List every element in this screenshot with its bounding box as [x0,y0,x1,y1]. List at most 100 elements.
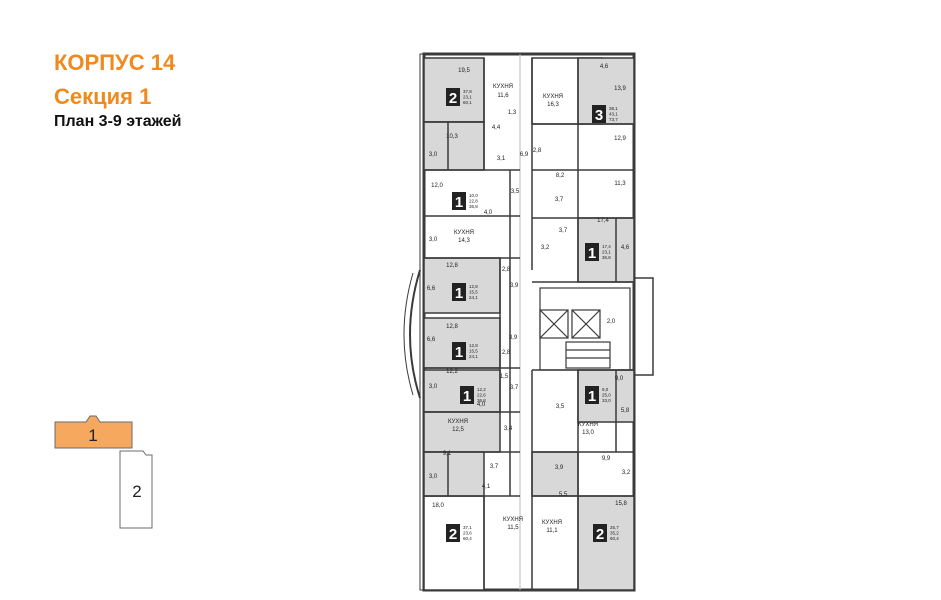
room-label: КУХНЯ [493,84,513,90]
area-value: 36,8 [602,255,611,260]
room-label: КУХНЯ [503,517,523,523]
section-2-button[interactable]: 2 [119,450,153,529]
room-label: 14,3 [458,238,470,244]
area-value: 22,8 [469,199,478,204]
room-label: 12,8 [446,263,458,269]
room-count-label: 2 [596,526,604,543]
area-value: 60,1 [463,100,472,105]
room-label: 16,3 [547,102,559,108]
apartment-marker[interactable]: 1 17,423,136,8 [585,243,611,262]
area-value: 12,8 [469,284,478,289]
area-value: 12,8 [469,343,478,348]
room-count-label: 1 [463,388,471,405]
area-value: 43,1 [609,112,618,117]
section-1-button[interactable]: 1 [54,415,133,449]
room-label: 15,8 [615,501,627,507]
area-value: 73,7 [609,117,618,122]
area-value: 15,5 [469,349,478,354]
room-count-label: 3 [595,107,603,124]
room-label: 3,5 [511,189,520,195]
room-label: 3,9 [509,335,518,341]
room-label: 1,3 [508,110,517,116]
room-label: 5,5 [559,492,568,498]
apartment-marker[interactable]: 2 37,823,160,1 [446,88,472,107]
area-value: 33,0 [602,398,611,403]
area-value: 60,4 [610,536,619,541]
area-value: 37,8 [463,89,472,94]
room-label: 3,5 [556,404,565,410]
area-value: 10,0 [469,193,478,198]
room-label: 3,7 [555,197,564,203]
area-value: 60,4 [463,536,472,541]
room-count-label: 2 [449,90,457,107]
area-value: 17,4 [602,244,611,249]
room-label: 12,2 [446,369,458,375]
room-label: 13,0 [582,430,594,436]
room-label: КУХНЯ [454,230,474,236]
room-label: 11,5 [507,525,519,531]
room-count-label: 2 [449,526,457,543]
section-1-label: 1 [88,426,97,445]
area-value: 25,0 [602,393,611,398]
room-label: 3,0 [429,237,438,243]
apartment-2-bottom-right[interactable] [577,495,635,591]
room-label: 3,2 [541,245,550,251]
room-label: 3,2 [622,470,631,476]
room-label: 11,6 [497,93,509,99]
area-value: 23,1 [463,95,472,100]
room-label: 4,1 [482,484,491,490]
elevator-core [539,287,631,371]
room-label: 8,2 [556,173,565,179]
area-value: 15,5 [469,290,478,295]
area-value: 22,6 [477,393,486,398]
room-count-label: 1 [455,285,463,302]
room-label: 4,0 [477,402,486,408]
room-label: 11,3 [614,181,626,187]
room-count-label: 1 [455,194,463,211]
room-label: 11,1 [546,528,558,534]
room-label: 4,6 [600,64,609,70]
room-label: 3,7 [490,464,499,470]
room-label: 10,3 [446,134,458,140]
room-label: 12,9 [614,136,626,142]
room-label: 2,8 [502,267,511,273]
room-label: 3,9 [555,465,564,471]
area-value: 35,2 [610,531,619,536]
apartment-2-bottom-left[interactable] [423,495,485,591]
room-label: 4,6 [621,245,630,251]
section-title: Секция 1 [54,84,152,109]
room-label: 4,0 [484,210,493,216]
room-label: 17,4 [597,218,609,224]
room-label: 3,0 [429,152,438,158]
area-value: 9,0 [602,387,609,392]
section-2-label: 2 [132,482,141,501]
room-label: 3,7 [510,385,519,391]
room-label: КУХНЯ [543,94,563,100]
room-label: 12,8 [446,324,458,330]
room-label: 9,1 [443,451,452,457]
room-label: 9,0 [615,376,624,382]
area-value: 23,1 [602,250,611,255]
area-value: 12,2 [477,387,486,392]
room-label: 6,9 [520,152,529,158]
room-label: 3,7 [559,228,568,234]
area-value: 24,1 [469,354,478,359]
room-label: 2,8 [533,148,542,154]
room-count-label: 1 [588,245,596,262]
area-value: 23,6 [463,531,472,536]
room-label: 1,5 [500,374,509,380]
room-label: 5,8 [621,408,630,414]
room-label: 2,8 [502,350,511,356]
room-label: 3,0 [429,474,438,480]
room-label: 3,1 [497,156,506,162]
